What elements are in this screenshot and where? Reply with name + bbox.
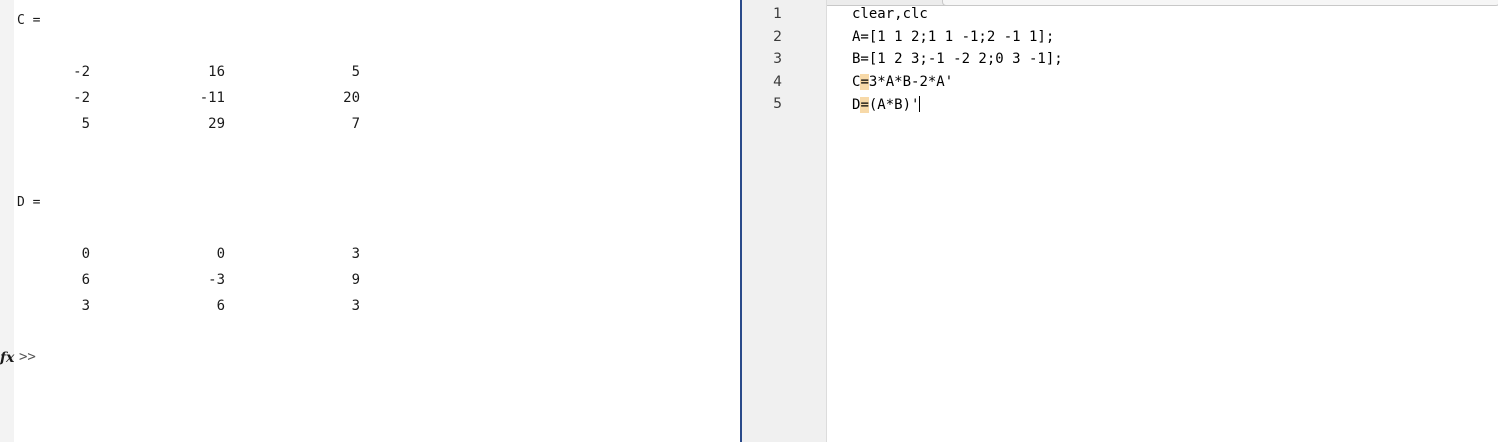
line-number: 4	[773, 74, 782, 90]
editor-pane[interactable]: 1 2 3 4 5 clear,clc A=[1 1 2;1 1 -1;2 -1…	[742, 0, 1498, 442]
matrix-cell: 5	[351, 64, 360, 80]
fx-icon[interactable]: fx	[0, 350, 15, 366]
code-line[interactable]: A=[1 1 2;1 1 -1;2 -1 1];	[852, 29, 1055, 45]
editor-tab[interactable]	[942, 0, 1498, 6]
matrix-d-row: 0 0 3	[0, 246, 400, 266]
matrix-cell: -2	[73, 64, 90, 80]
line-number: 1	[773, 6, 782, 22]
line-number: 2	[773, 29, 782, 45]
matrix-cell: 5	[81, 116, 90, 132]
matrix-cell: 7	[351, 116, 360, 132]
matrix-c-row: 5 29 7	[0, 116, 400, 136]
panel-divider[interactable]	[740, 0, 742, 442]
matrix-c-row: -2 -11 20	[0, 90, 400, 110]
matrix-d-row: 3 6 3	[0, 298, 400, 318]
code-line[interactable]: D=(A*B)'	[852, 96, 921, 113]
command-prompt[interactable]: >>	[19, 349, 36, 365]
matrix-cell: -11	[199, 90, 225, 106]
matrix-cell: 6	[81, 272, 90, 288]
code-line[interactable]: B=[1 2 3;-1 -2 2;0 3 -1];	[852, 51, 1063, 67]
variable-c-label: C =	[17, 13, 41, 28]
line-number: 5	[773, 96, 782, 112]
text-cursor	[919, 96, 921, 112]
code-line[interactable]: clear,clc	[852, 6, 928, 22]
highlighted-operator: =	[860, 74, 869, 90]
matrix-d-row: 6 -3 9	[0, 272, 400, 292]
matrix-cell: -2	[73, 90, 90, 106]
variable-d-label: D =	[17, 195, 41, 210]
matrix-cell: 16	[208, 64, 225, 80]
matrix-cell: 29	[208, 116, 225, 132]
matrix-cell: 3	[351, 298, 360, 314]
matrix-cell: 9	[351, 272, 360, 288]
code-text: (A*B)'	[868, 97, 920, 113]
matrix-cell: 20	[343, 90, 360, 106]
code-text: C	[852, 74, 861, 90]
code-line[interactable]: C=3*A*B-2*A'	[852, 74, 953, 90]
matrix-c-row: -2 16 5	[0, 64, 400, 84]
matrix-cell: -3	[208, 272, 225, 288]
command-window[interactable]: C = -2 16 5 -2 -11 20 5 29 7 D = 0 0 3 6…	[0, 0, 740, 442]
command-window-gutter	[0, 0, 14, 442]
line-number-gutter: 1 2 3 4 5	[742, 0, 827, 442]
line-number: 3	[773, 51, 782, 67]
matrix-cell: 6	[216, 298, 225, 314]
code-text: 3*A*B-2*A'	[868, 74, 954, 90]
matrix-cell: 0	[216, 246, 225, 262]
matrix-cell: 3	[81, 298, 90, 314]
matrix-cell: 3	[351, 246, 360, 262]
code-text: D	[852, 97, 861, 113]
matrix-cell: 0	[81, 246, 90, 262]
highlighted-operator: =	[860, 97, 869, 113]
